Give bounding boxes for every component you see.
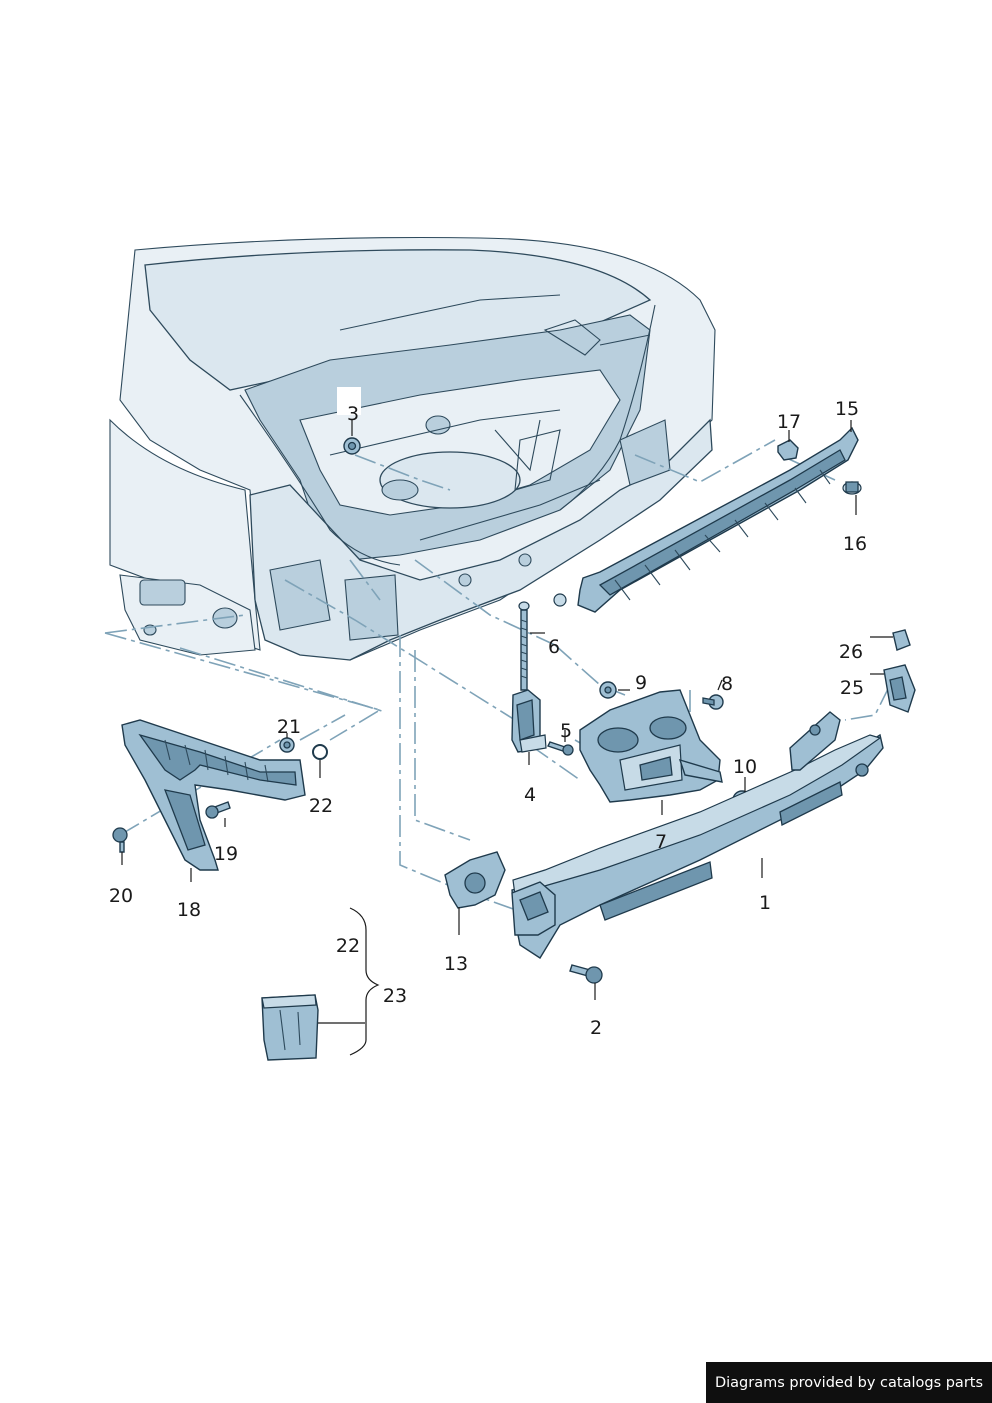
nut-9 [599,681,617,699]
callout-20: 20 [109,885,133,907]
washer-22 [312,744,328,760]
callout-3: 3 [347,403,359,425]
callout-26: 26 [839,641,863,663]
callout-16: 16 [843,533,867,555]
plate-13 [444,851,506,909]
callout-25: 25 [840,677,864,699]
bracket-4 [511,689,547,753]
bracket-25 [883,664,916,713]
side-bracket-18 [121,719,306,871]
car-rear-body [109,236,716,661]
nut-3 [337,387,361,455]
callout-9: 9 [635,672,647,694]
callout-7: 7 [655,831,667,853]
callout-13: 13 [444,953,468,975]
callout-17: 17 [777,411,801,433]
callout-6: 6 [548,636,560,658]
screw-16 [842,481,862,495]
screw-8 [702,694,724,710]
bolt-6 [518,601,530,691]
callout-23: 23 [383,985,407,1007]
footer-credit-text: Diagrams provided by catalogs parts [714,1374,984,1391]
screw-19 [205,801,231,819]
screw-5 [547,741,574,756]
bag-23 [261,994,319,1061]
callout-4: 4 [524,784,536,806]
footer-credit-badge: Diagrams provided by catalogs parts [706,1362,992,1403]
bumper-beam-1 [511,711,884,959]
callout-22-a: 22 [309,795,333,817]
clip-17 [777,439,799,461]
clip-26 [892,629,911,651]
nut-21 [279,737,295,753]
upper-absorber-bar [553,426,859,613]
callout-2: 2 [590,1017,602,1039]
bolt-2 [569,964,603,984]
leader-lines [121,420,893,1056]
callout-5: 5 [560,720,572,742]
callout-22-b: 22 [336,935,360,957]
callout-21: 21 [277,716,301,738]
callout-10: 10 [733,756,757,778]
bracket-7 [579,689,723,803]
callout-15: 15 [835,398,859,420]
callout-1: 1 [759,892,771,914]
screw-20 [112,827,128,853]
callout-labels: 1 2 3 4 5 6 7 8 9 10 13 15 16 17 18 19 2… [109,398,867,1039]
callout-18: 18 [177,899,201,921]
callout-8: 8 [721,673,733,695]
callout-19: 19 [214,843,238,865]
